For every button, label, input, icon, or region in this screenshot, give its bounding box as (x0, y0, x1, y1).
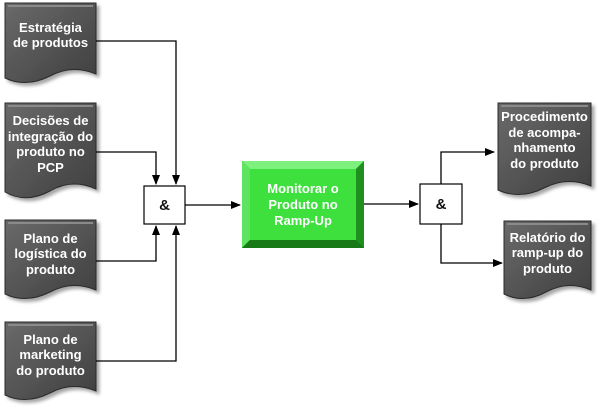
and-join-box (143, 185, 186, 225)
connector-split-to-relatorio (440, 224, 503, 267)
connector-logistica (96, 225, 160, 262)
connector-split-to-procedimento (440, 148, 495, 184)
connector-estrategia (96, 40, 180, 185)
document-plano-de-logistica (4, 219, 97, 299)
connector-marketing (96, 225, 180, 362)
input-label-estrategia: Estratégia de produtos (12, 19, 89, 51)
and-split-box (419, 183, 463, 225)
process-box (242, 161, 364, 248)
process-label: Monitorar o Produto no Ramp-Up (267, 180, 339, 228)
connectors (96, 40, 503, 362)
output-label-procedimento: Procedimento de acompa- nhamento do prod… (501, 109, 588, 171)
document-plano-de-marketing (4, 321, 97, 400)
input-label-decisoes: Decisões de integração do produto no PCP (7, 113, 94, 175)
document-procedimento-de-acompanhamento (497, 102, 592, 195)
document-decisoes-de-integracao (4, 102, 97, 199)
input-label-logistica: Plano de logística do produto (14, 230, 87, 277)
and-join-label: & (159, 196, 170, 214)
input-label-marketing: Plano de marketing do produto (16, 331, 85, 378)
connector-decisoes (96, 151, 160, 185)
and-split-label: & (435, 195, 447, 213)
document-relatorio-do-ramp-up (503, 220, 592, 299)
output-label-relatorio: Relatório do ramp-up do produto (509, 229, 586, 276)
document-estrategia-de-produtos (4, 2, 97, 83)
